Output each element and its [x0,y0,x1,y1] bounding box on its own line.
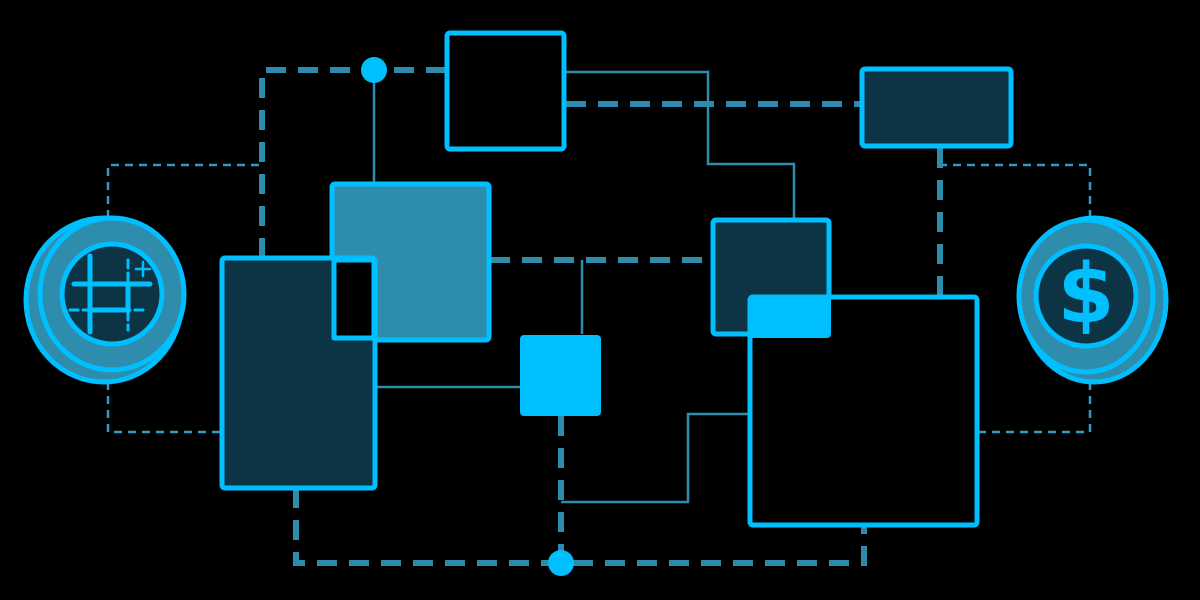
connector-left-coin-bracket [106,163,262,434]
right-coin: $ [1016,215,1169,385]
boxes [219,30,1014,528]
box-overlap-tab [748,295,831,338]
connectors [106,67,1092,566]
crypto-grid-icon [68,253,153,335]
box-large-right [747,294,980,528]
junction-node-top [361,57,387,83]
connector-bottom-loop [293,488,867,566]
box-overlap-window [331,257,377,341]
connector-right-coin-bracket [940,163,1092,434]
connector-center-to-large-box [561,412,750,504]
connector-top-box-to-small-box [566,70,796,220]
left-coin [23,215,187,385]
box-top-center [444,30,567,152]
box-top-right [859,66,1014,149]
junction-node-bottom [548,550,574,576]
box-center-square [520,335,601,416]
dollar-coin-icon: $ [1057,247,1114,342]
